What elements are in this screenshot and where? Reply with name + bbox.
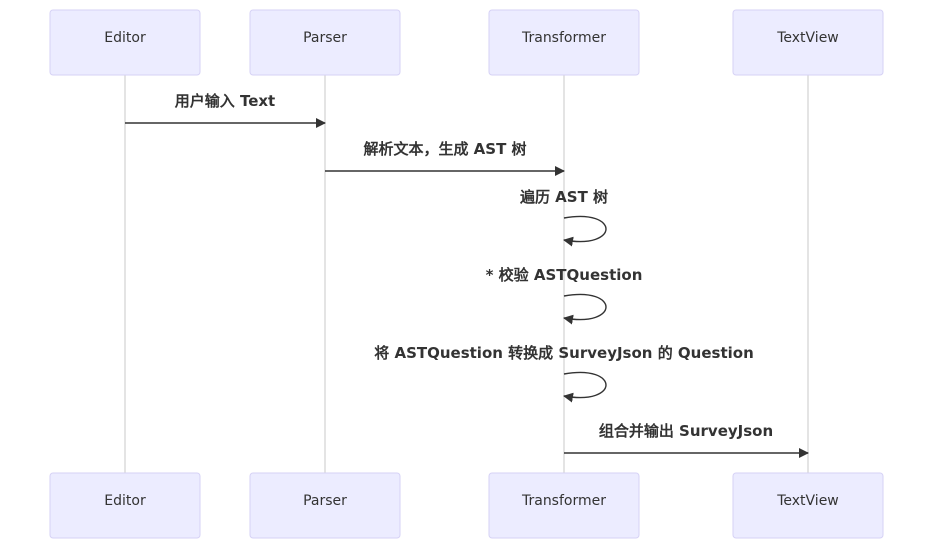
actor-textview-bottom: TextView: [732, 472, 884, 539]
actor-transformer-top: Transformer: [488, 9, 640, 76]
actor-label: Parser: [303, 493, 347, 509]
message-label: 将 ASTQuestion 转换成 SurveyJson 的 Question: [374, 344, 754, 362]
message-validate-question: * 校验 ASTQuestion: [486, 266, 643, 325]
message-label: 用户输入 Text: [175, 92, 275, 110]
self-loop-arrow: [563, 215, 607, 247]
actor-label: Transformer: [521, 493, 606, 509]
message-label: 解析文本，生成 AST 树: [363, 140, 526, 158]
message-label: 遍历 AST 树: [519, 188, 608, 206]
message-label: 组合并输出 SurveyJson: [599, 422, 773, 440]
message-convert-question: 将 ASTQuestion 转换成 SurveyJson 的 Question: [374, 344, 754, 403]
message-label: * 校验 ASTQuestion: [486, 266, 643, 284]
actor-transformer-bottom: Transformer: [488, 472, 640, 539]
actor-label: Transformer: [521, 30, 606, 46]
self-loop-arrow: [563, 371, 607, 403]
actor-label: Editor: [104, 30, 146, 46]
actor-parser-top: Parser: [249, 9, 401, 76]
actor-label: Editor: [104, 493, 146, 509]
actor-label: TextView: [776, 30, 839, 46]
actor-textview-top: TextView: [732, 9, 884, 76]
self-loop-arrow: [563, 293, 607, 325]
actor-label: TextView: [776, 493, 839, 509]
actor-parser-bottom: Parser: [249, 472, 401, 539]
actor-editor-bottom: Editor: [49, 472, 201, 539]
message-output-json: 组合并输出 SurveyJson: [564, 422, 809, 458]
actor-label: Parser: [303, 30, 347, 46]
message-user-input: 用户输入 Text: [125, 92, 326, 128]
message-traverse-ast: 遍历 AST 树: [519, 188, 608, 247]
actor-editor-top: Editor: [49, 9, 201, 76]
message-parse-text: 解析文本，生成 AST 树: [325, 140, 565, 176]
